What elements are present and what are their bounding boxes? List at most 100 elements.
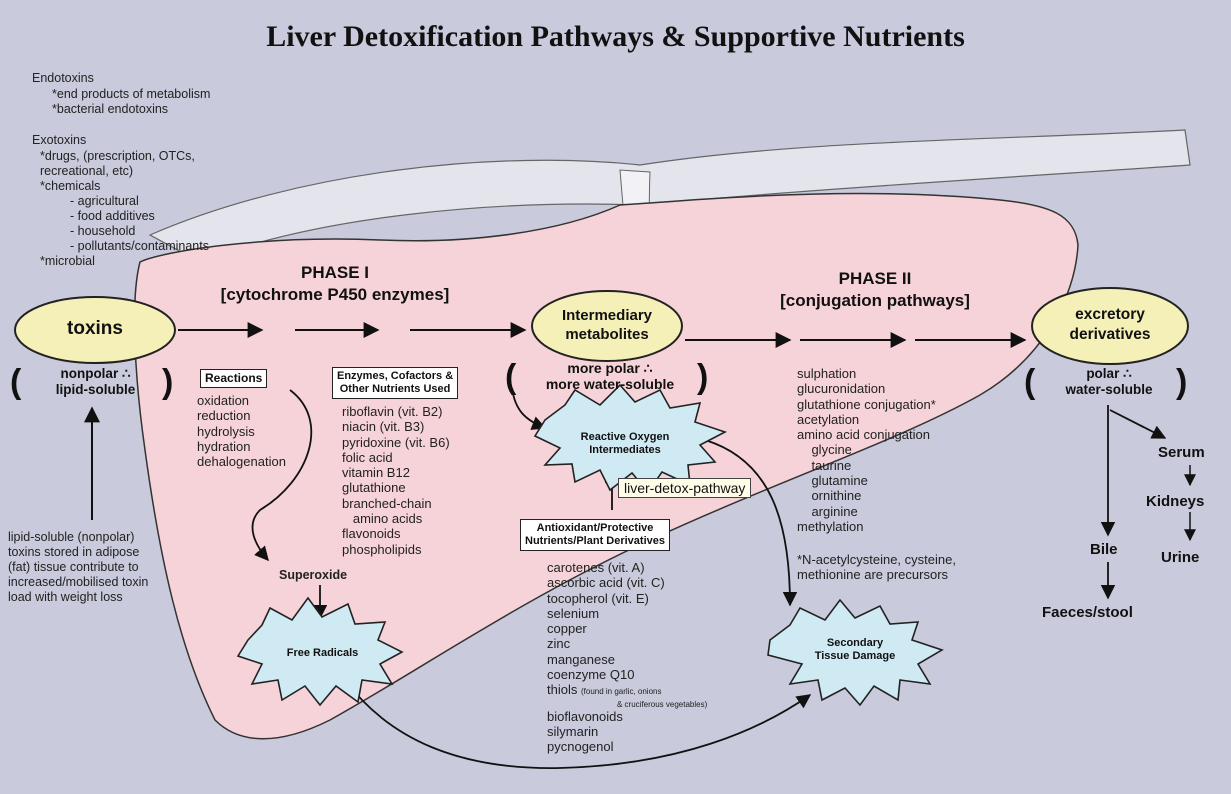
exotoxin-item: - pollutants/contaminants	[70, 239, 209, 254]
reaction-item: reduction	[197, 408, 286, 423]
pathway-item: glutamine	[797, 473, 936, 488]
thiols-note: (found in garlic, onions	[581, 687, 662, 696]
exotoxin-item: - agricultural	[70, 194, 139, 209]
reaction-item: hydration	[197, 439, 286, 454]
property-line: nonpolar ∴	[28, 366, 163, 382]
thiols-label: thiols	[547, 682, 577, 697]
pathway-item: glycine	[797, 442, 936, 457]
kidneys-label: Kidneys	[1146, 493, 1204, 510]
free-radicals-label: Free Radicals	[270, 647, 375, 660]
cofactors-title-line: Enzymes, Cofactors &	[337, 370, 453, 383]
antioxidants-list: carotenes (vit. A) ascorbic acid (vit. C…	[547, 560, 707, 755]
exotoxin-item: *drugs, (prescription, OTCs,	[40, 149, 195, 164]
reaction-item: oxidation	[197, 393, 286, 408]
antioxidant-item: selenium	[547, 606, 707, 621]
tissue-damage-line: Tissue Damage	[790, 650, 920, 663]
excretory-line: excretory	[1040, 305, 1180, 325]
reaction-item: dehalogenation	[197, 454, 286, 469]
phase2-heading: PHASE II [conjugation pathways]	[730, 268, 1020, 312]
cofactors-list: riboflavin (vit. B2) niacin (vit. B3) py…	[342, 404, 450, 557]
paren-left: (	[505, 360, 516, 394]
antioxidant-item: thiols (found in garlic, onions	[547, 682, 707, 699]
endotoxin-item: *end products of metabolism	[52, 87, 210, 102]
ros-label: Reactive Oxygen Intermediates	[560, 431, 690, 457]
property-line: polar ∴	[1040, 366, 1178, 382]
reactions-list: oxidation reduction hydrolysis hydration…	[197, 393, 286, 469]
antioxidant-item: tocopherol (vit. E)	[547, 591, 707, 606]
paren-right: )	[162, 365, 173, 399]
antioxidant-item: silymarin	[547, 724, 707, 739]
ros-line: Reactive Oxygen	[560, 431, 690, 444]
note-line: toxins stored in adipose	[8, 545, 148, 560]
reactions-box: Reactions	[200, 369, 267, 388]
superoxide-label: Superoxide	[279, 568, 347, 583]
antioxidant-item: manganese	[547, 652, 707, 667]
pathway-item: acetylation	[797, 412, 936, 427]
exotoxin-item: *microbial	[40, 254, 95, 269]
phase1-title: PHASE I	[185, 262, 485, 284]
property-line: more water-soluble	[520, 376, 700, 392]
antioxidant-item: carotenes (vit. A)	[547, 560, 707, 575]
page-title: Liver Detoxification Pathways & Supporti…	[0, 20, 1231, 54]
pathway-item: glutathione conjugation*	[797, 397, 936, 412]
antioxidant-item: zinc	[547, 636, 707, 651]
nutrient-item: amino acids	[342, 511, 450, 526]
footnote-line: methionine are precursors	[797, 567, 956, 582]
phase1-heading: PHASE I [cytochrome P450 enzymes]	[185, 262, 485, 306]
exotoxin-item: *chemicals	[40, 179, 100, 194]
nutrient-item: vitamin B12	[342, 465, 450, 480]
toxins-property: nonpolar ∴ lipid-soluble	[28, 366, 163, 398]
serum-label: Serum	[1158, 444, 1205, 461]
note-line: load with weight loss	[8, 590, 148, 605]
property-line: water-soluble	[1040, 382, 1178, 398]
nutrient-item: niacin (vit. B3)	[342, 419, 450, 434]
excretory-label: excretory derivatives	[1040, 305, 1180, 345]
pathway-item: amino acid conjugation	[797, 427, 936, 442]
nutrient-item: pyridoxine (vit. B6)	[342, 435, 450, 450]
cofactors-title-line: Other Nutrients Used	[337, 383, 453, 396]
nutrient-item: glutathione	[342, 480, 450, 495]
pathway-item: sulphation	[797, 366, 936, 381]
tissue-damage-line: Secondary	[790, 637, 920, 650]
phase2-pathways: sulphation glucuronidation glutathione c…	[797, 366, 936, 534]
pathway-item: glucuronidation	[797, 381, 936, 396]
pathway-tooltip: liver-detox-pathway	[618, 478, 751, 498]
nutrient-item: branched-chain	[342, 496, 450, 511]
ros-line: Intermediates	[560, 444, 690, 457]
adipose-note: lipid-soluble (nonpolar) toxins stored i…	[8, 530, 148, 605]
antioxidant-item: coenzyme Q10	[547, 667, 707, 682]
toxins-label: toxins	[15, 318, 175, 340]
pathway-item: taurine	[797, 458, 936, 473]
antioxidant-item: pycnogenol	[547, 739, 707, 754]
pathway-item: arginine	[797, 504, 936, 519]
cofactors-box: Enzymes, Cofactors & Other Nutrients Use…	[332, 367, 458, 399]
exotoxins-heading: Exotoxins	[32, 133, 86, 148]
antioxidants-box: Antioxidant/Protective Nutrients/Plant D…	[520, 519, 670, 551]
exotoxin-item: - household	[70, 224, 135, 239]
nutrient-item: phospholipids	[342, 542, 450, 557]
intermediary-line: metabolites	[537, 325, 677, 344]
endotoxin-item: *bacterial endotoxins	[52, 102, 168, 117]
faeces-label: Faeces/stool	[1042, 604, 1133, 621]
intermediary-line: Intermediary	[537, 306, 677, 325]
endotoxins-heading: Endotoxins	[32, 71, 94, 86]
nutrient-item: riboflavin (vit. B2)	[342, 404, 450, 419]
reaction-item: hydrolysis	[197, 424, 286, 439]
property-line: lipid-soluble	[28, 382, 163, 398]
urine-label: Urine	[1161, 549, 1199, 566]
excretory-line: derivatives	[1040, 325, 1180, 345]
excretory-property: polar ∴ water-soluble	[1040, 366, 1178, 398]
thiols-note: & cruciferous vegetables)	[547, 700, 707, 709]
antioxidant-item: copper	[547, 621, 707, 636]
phase2-footnote: *N-acetylcysteine, cysteine, methionine …	[797, 552, 956, 583]
pathway-item: methylation	[797, 519, 936, 534]
nutrient-item: flavonoids	[342, 526, 450, 541]
note-line: lipid-soluble (nonpolar)	[8, 530, 148, 545]
antioxidants-title-line: Nutrients/Plant Derivatives	[525, 535, 665, 548]
exotoxin-item: - food additives	[70, 209, 155, 224]
antioxidant-item: ascorbic acid (vit. C)	[547, 575, 707, 590]
note-line: (fat) tissue contribute to	[8, 560, 148, 575]
phase2-subtitle: [conjugation pathways]	[730, 290, 1020, 312]
intermediary-label: Intermediary metabolites	[537, 306, 677, 344]
